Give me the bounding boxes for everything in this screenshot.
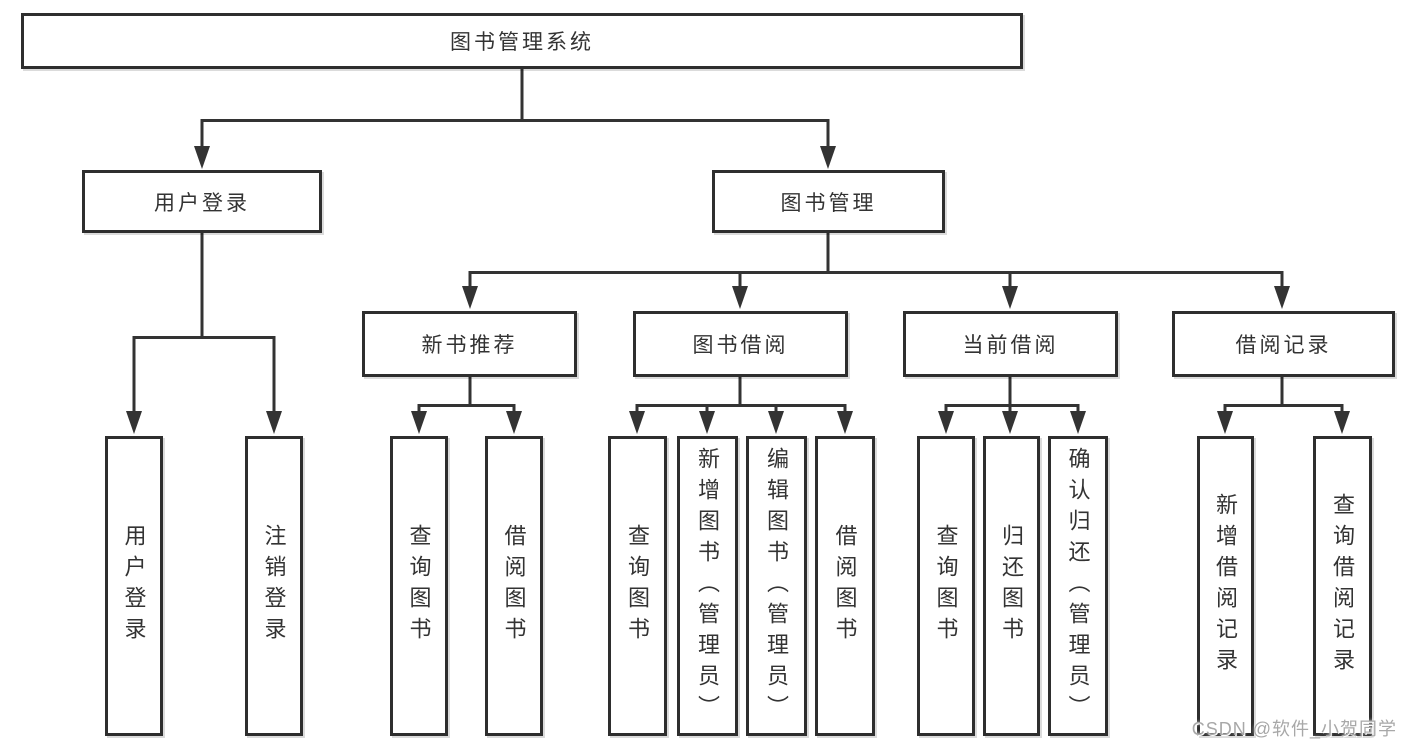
watermark: CSDN @软件_小贺同学 <box>1191 719 1397 739</box>
leaf-user-login: 用户登录 <box>105 436 163 736</box>
connector-user-login-to-leaves <box>126 233 282 434</box>
leaf-current-query: 查询图书 <box>917 436 975 736</box>
node-label: 新增借阅记录 <box>1213 493 1239 679</box>
leaf-records-add: 新增借阅记录 <box>1197 436 1254 736</box>
node-label: 借阅图书 <box>501 524 527 648</box>
node-label: 查询图书 <box>625 524 651 648</box>
node-label: 用户登录 <box>121 524 147 648</box>
node-user-login: 用户登录 <box>82 170 322 233</box>
node-label: 借阅记录 <box>1235 334 1332 357</box>
node-label: 借阅图书 <box>832 524 858 648</box>
node-label: 图书管理系统 <box>450 31 594 54</box>
node-borrowing-records: 借阅记录 <box>1172 311 1395 377</box>
leaf-newbook-borrow: 借阅图书 <box>485 436 543 736</box>
leaf-records-query: 查询借阅记录 <box>1313 436 1372 736</box>
leaf-current-confirm-admin: 确认归还（管理员） <box>1048 436 1108 736</box>
node-label: 确认归还（管理员） <box>1065 446 1091 726</box>
node-label: 查询图书 <box>406 524 432 648</box>
connector-book-borrowing-to-leaves <box>629 377 853 434</box>
node-current-borrowing: 当前借阅 <box>903 311 1118 377</box>
leaf-current-return: 归还图书 <box>983 436 1040 736</box>
node-label: 用户登录 <box>154 191 250 215</box>
leaf-user-logout: 注销登录 <box>245 436 303 736</box>
connector-borrowing-records-to-leaves <box>1217 377 1350 434</box>
leaf-borrow-borrow: 借阅图书 <box>815 436 875 736</box>
leaf-borrow-add-admin: 新增图书（管理员） <box>677 436 738 736</box>
leaf-newbook-query: 查询图书 <box>390 436 448 736</box>
connector-root-to-level1 <box>194 69 836 169</box>
node-label: 新书推荐 <box>421 334 518 357</box>
connector-book-management-to-level2 <box>462 233 1290 309</box>
node-label: 当前借阅 <box>962 334 1059 357</box>
node-label: 新增图书（管理员） <box>695 446 721 726</box>
leaf-borrow-edit-admin: 编辑图书（管理员） <box>746 436 807 736</box>
node-book-management: 图书管理 <box>712 170 945 233</box>
node-label: 注销登录 <box>261 524 287 648</box>
node-label: 查询借阅记录 <box>1330 493 1356 679</box>
connector-new-book-to-leaves <box>411 377 522 434</box>
connector-current-borrowing-to-leaves <box>938 377 1086 434</box>
node-label: 图书借阅 <box>692 334 789 357</box>
node-new-book-recommend: 新书推荐 <box>362 311 577 377</box>
node-book-borrowing: 图书借阅 <box>633 311 848 377</box>
leaf-borrow-query: 查询图书 <box>608 436 667 736</box>
node-label: 查询图书 <box>933 524 959 648</box>
node-label: 编辑图书（管理员） <box>764 446 790 726</box>
node-label: 归还图书 <box>999 524 1025 648</box>
node-label: 图书管理 <box>780 191 877 215</box>
node-library-system: 图书管理系统 <box>21 13 1023 69</box>
